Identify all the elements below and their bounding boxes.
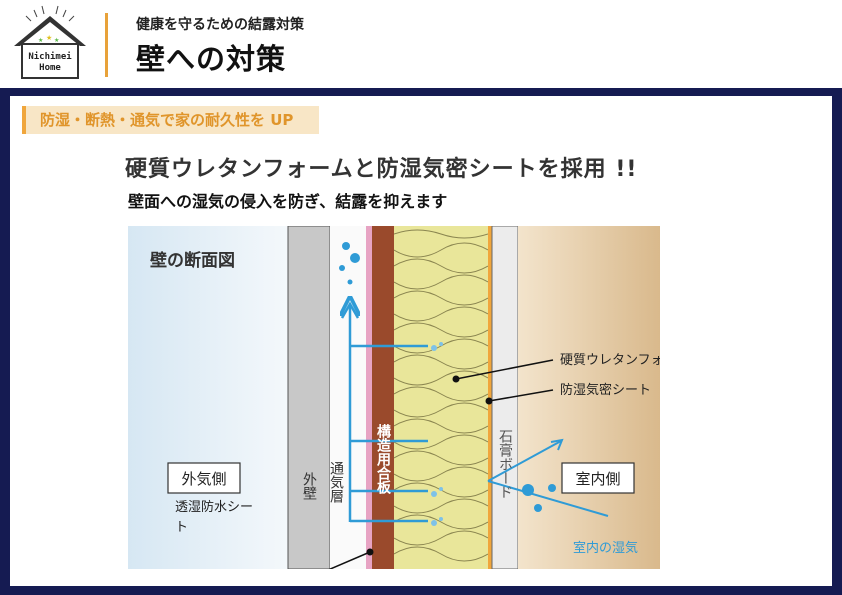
interior-area xyxy=(518,226,660,569)
page-title: 壁への対策 xyxy=(136,42,287,76)
lead-text: 壁面への湿気の侵入を防ぎ、結露を抑えます xyxy=(128,192,448,211)
svg-text:★: ★ xyxy=(54,37,59,44)
header: ★ ★ ★ Nichimei Home 健康を守るための結露対策 壁への対策 xyxy=(0,0,842,88)
foam-label: 硬質ウレタンフォーム xyxy=(560,353,660,368)
page-subtitle: 健康を守るための結露対策 xyxy=(136,17,304,33)
vapor-barrier-label: 防湿気密シート xyxy=(560,382,651,398)
outer-wall xyxy=(287,226,331,569)
outer-wall-label: 外壁 xyxy=(301,472,317,500)
diagram-title: 壁の断面図 xyxy=(150,250,235,271)
outside-label: 外気側 xyxy=(181,470,226,488)
breathable-sheet-label: 透湿防水シート xyxy=(175,500,254,535)
plywood-label: 構造用合板 xyxy=(375,423,391,495)
moisture-paths xyxy=(350,344,428,523)
inside-label: 室内側 xyxy=(575,470,620,488)
headline: 硬質ウレタンフォームと防湿気密シートを採用 !! xyxy=(125,157,638,182)
svg-text:★: ★ xyxy=(38,37,43,44)
airflow-bubbles xyxy=(339,242,360,285)
section-tag: 防湿・断熱・通気で家の耐久性を UP xyxy=(22,106,320,134)
nichimei-home-logo: ★ ★ ★ Nichimei Home xyxy=(14,5,86,79)
svg-text:★: ★ xyxy=(46,34,52,42)
header-divider xyxy=(105,13,108,77)
content-frame: 防湿・断熱・通気で家の耐久性を UP 硬質ウレタンフォームと防湿気密シートを採用… xyxy=(0,88,842,595)
logo-text-line2: Home xyxy=(39,63,61,73)
structural-plywood xyxy=(372,226,394,569)
indoor-moisture-arrows xyxy=(487,438,609,517)
vapor-barrier-sheet xyxy=(488,226,492,569)
wall-section-diagram: 壁の断面図 外気側 室内側 外壁 通気層 構造用合板 石膏ボード 硬質ウレタンフ… xyxy=(128,226,660,569)
airflow-arrow xyxy=(342,304,358,522)
indoor-moisture-label: 室内の湿気 xyxy=(573,540,638,556)
content-panel: 防湿・断熱・通気で家の耐久性を UP 硬質ウレタンフォームと防湿気密シートを採用… xyxy=(10,96,832,586)
foam-bubbles xyxy=(431,342,443,526)
outside-air-area xyxy=(128,226,288,569)
air-layer xyxy=(330,226,366,569)
air-layer-label: 通気層 xyxy=(328,461,344,504)
breathable-sheet xyxy=(366,226,372,569)
logo-text-line1: Nichimei xyxy=(28,51,72,62)
gypsum-label: 石膏ボード xyxy=(497,429,513,499)
